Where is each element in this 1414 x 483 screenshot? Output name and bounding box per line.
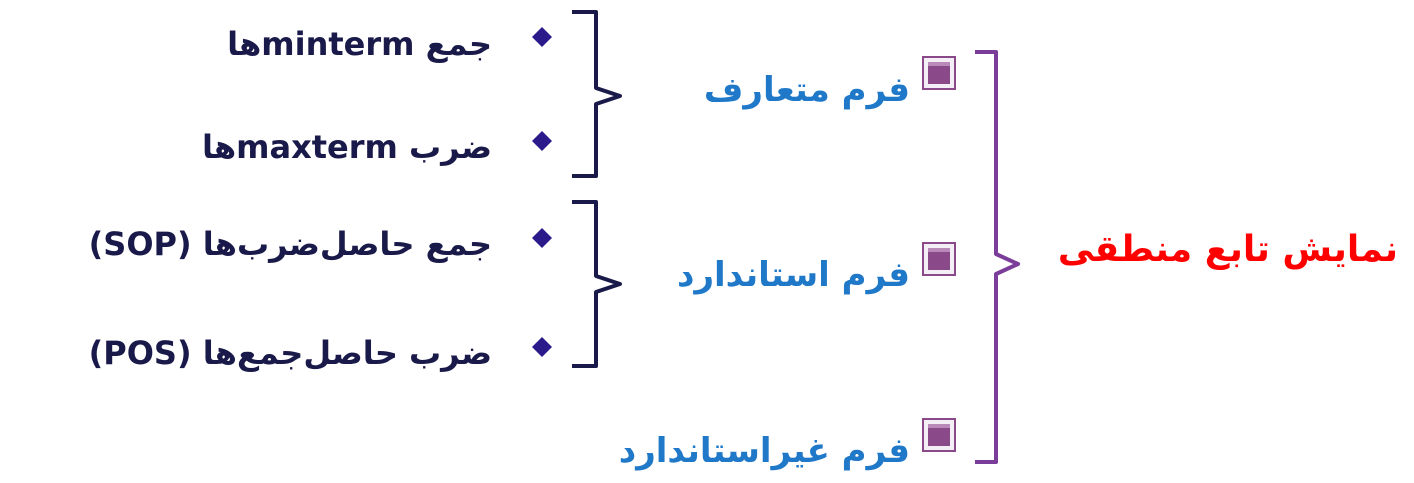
form-label-canonical: فرم متعارف (703, 70, 910, 110)
form-box-icon (922, 418, 956, 452)
form-label-nonstandard: فرم غیراستاندارد (618, 431, 910, 471)
canonical-bracket (572, 10, 622, 178)
diamond-bullet-icon (531, 227, 553, 249)
diamond-bullet-icon (531, 336, 553, 358)
form-label-standard: فرم استاندارد (677, 255, 910, 295)
outer-bracket (975, 50, 1020, 464)
leaf-label-maxterm: ضرب maxtermها (201, 128, 492, 166)
leaf-label-minterm: جمع mintermها (227, 25, 492, 63)
diamond-bullet-icon (531, 26, 553, 48)
form-box-icon (922, 56, 956, 90)
standard-bracket (572, 200, 622, 368)
leaf-label-pos: ضرب حاصل‌جمع‌ها (POS) (88, 334, 492, 372)
root-label: نمایش تابع منطقی (1057, 229, 1398, 270)
diamond-bullet-icon (531, 130, 553, 152)
form-box-icon (922, 242, 956, 276)
leaf-label-sop: جمع حاصل‌ضرب‌ها (SOP) (88, 225, 492, 263)
